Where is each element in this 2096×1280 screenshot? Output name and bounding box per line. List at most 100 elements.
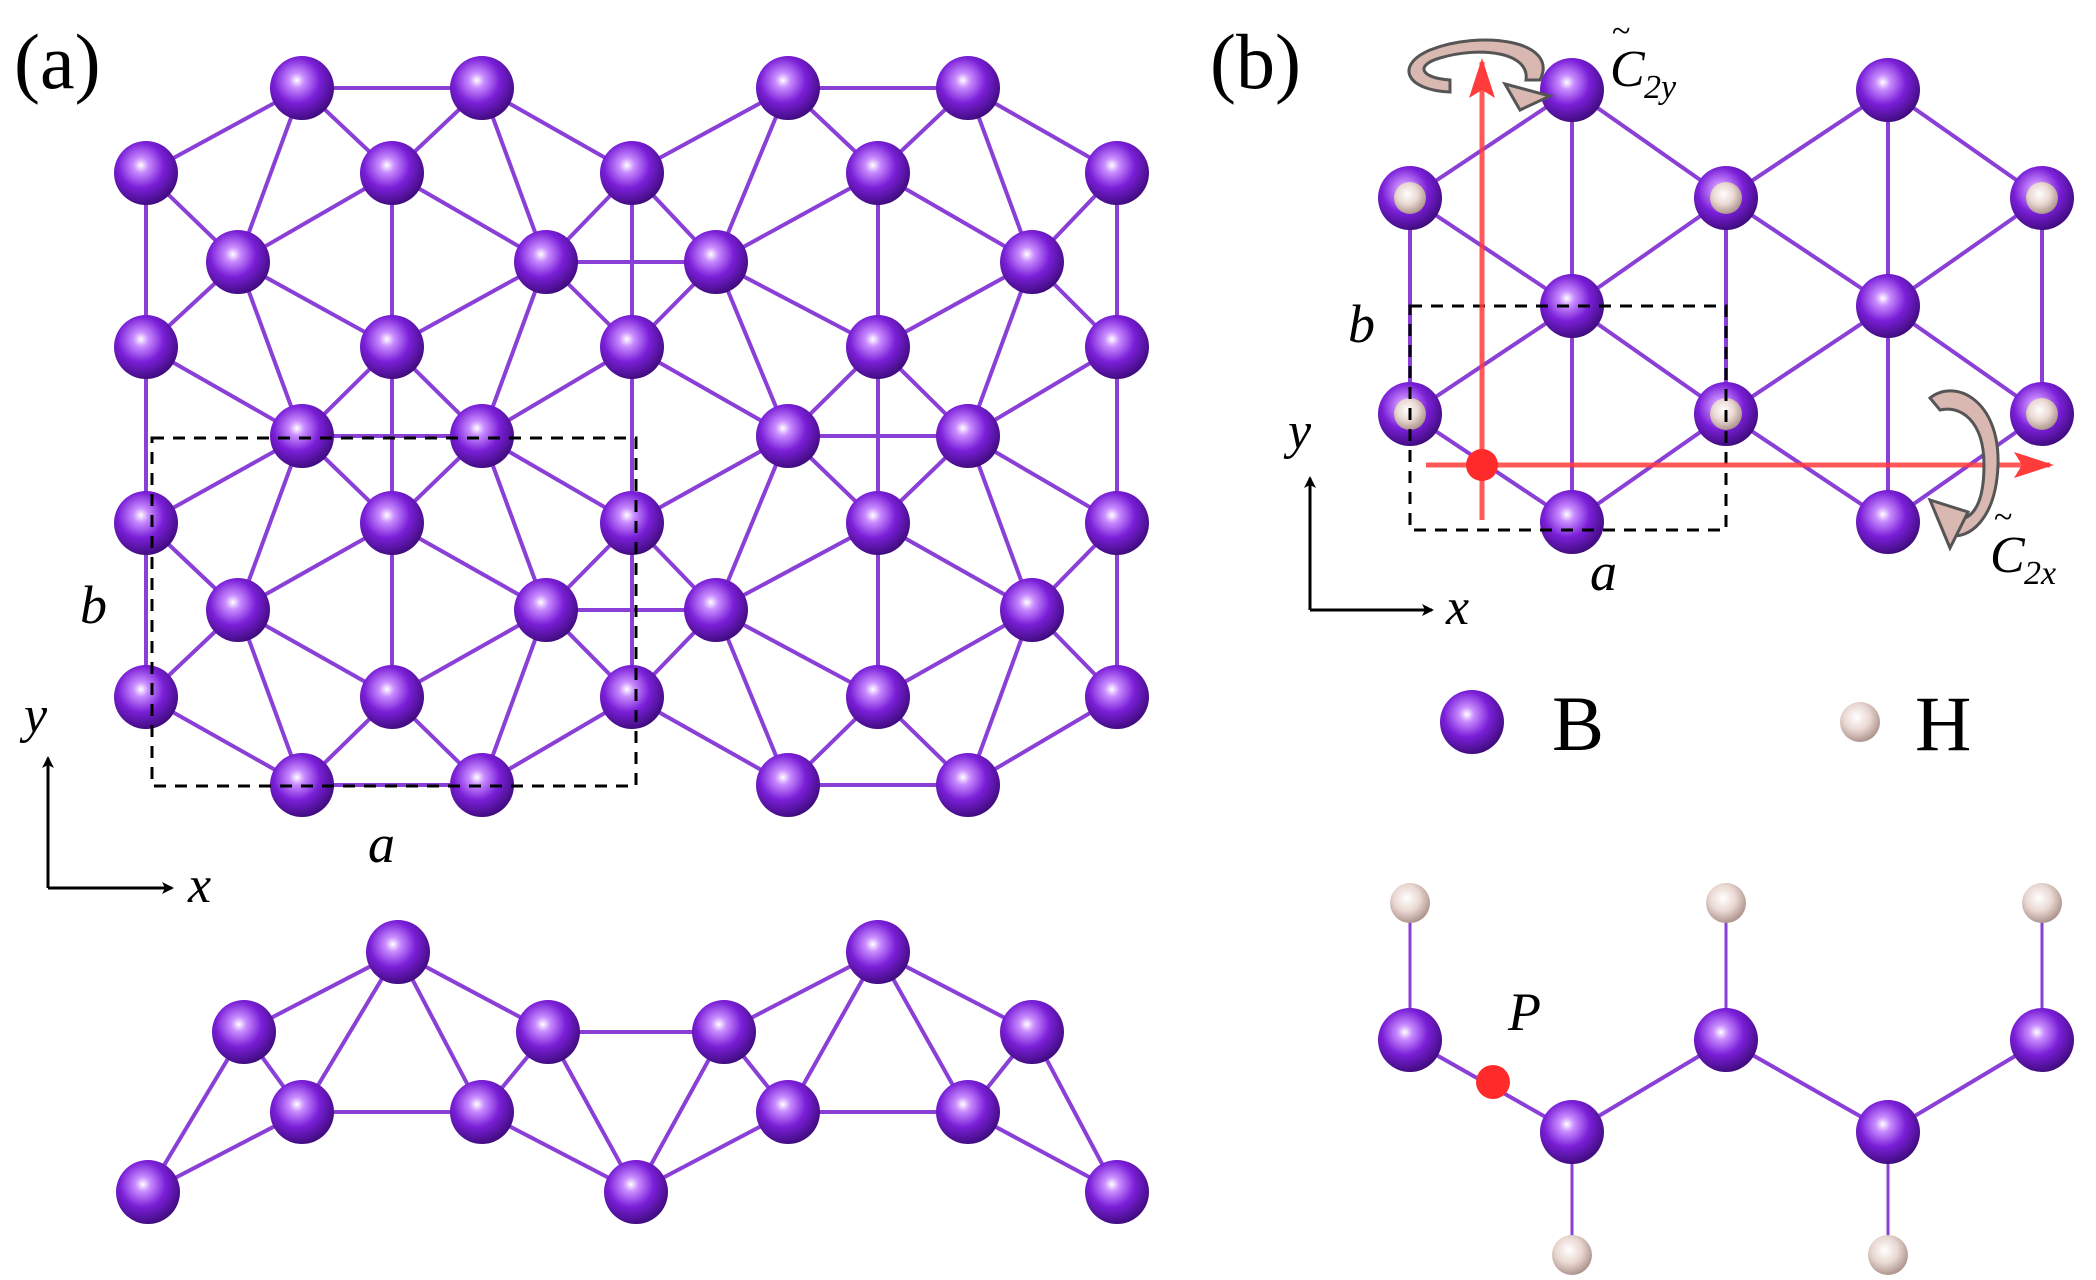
c2x-sub: 2x <box>2024 555 2056 592</box>
panel-a-label: (a) <box>14 18 101 105</box>
legend: B H <box>1440 680 1971 767</box>
boron-atom <box>212 1000 276 1064</box>
boron-atom <box>846 491 910 555</box>
boron-atom <box>1085 141 1149 205</box>
boron-atom <box>114 491 178 555</box>
boron-atom <box>450 404 514 468</box>
boron-atom <box>270 1080 334 1144</box>
c2x-tilde: ~ <box>1994 499 2012 536</box>
boron-atom <box>516 1000 580 1064</box>
boron-atom <box>1856 1100 1920 1164</box>
boron-atom <box>1000 230 1064 294</box>
panel-b-atoms <box>1378 58 2074 554</box>
boron-atom <box>936 404 1000 468</box>
boron-atom <box>684 230 748 294</box>
panel-b-axis-x: x <box>1445 579 1469 636</box>
c2x-main: C <box>1990 527 2026 584</box>
hydrogen-atom <box>2026 398 2058 430</box>
inversion-point <box>1466 449 1498 481</box>
panel-a-side-view <box>116 920 1149 1224</box>
boron-atom <box>514 578 578 642</box>
boron-atom <box>600 141 664 205</box>
legend-boron-swatch <box>1440 690 1504 754</box>
panel-a-unit-cell <box>150 436 638 788</box>
boron-atom <box>206 578 270 642</box>
boron-atom <box>1000 1000 1064 1064</box>
hydrogen-atom <box>1394 182 1426 214</box>
boron-atom <box>114 315 178 379</box>
boron-atom <box>206 230 270 294</box>
panel-a-axis-x: x <box>187 857 211 914</box>
hydrogen-atom <box>1552 1235 1592 1275</box>
boron-atom <box>2010 1008 2074 1072</box>
boron-atom <box>514 230 578 294</box>
panel-b-top-view <box>1378 38 2074 554</box>
boron-atom <box>600 491 664 555</box>
hydrogen-atom <box>1710 182 1742 214</box>
boron-atom <box>1540 58 1604 122</box>
panel-a-axes: y x <box>19 687 211 914</box>
panel-b-lattice-a: a <box>1590 542 1617 602</box>
c2y-main: C <box>1610 41 1646 98</box>
boron-atom <box>756 753 820 817</box>
boron-atom <box>360 315 424 379</box>
panel-b-side-atoms <box>1378 883 2074 1275</box>
c2y-label: ~ C 2y <box>1610 13 1677 106</box>
legend-hydrogen-label: H <box>1915 680 1971 767</box>
boron-atom <box>360 491 424 555</box>
boron-atom <box>684 578 748 642</box>
boron-atom <box>936 56 1000 120</box>
boron-atom <box>936 753 1000 817</box>
boron-atom <box>114 141 178 205</box>
boron-atom <box>360 141 424 205</box>
boron-atom <box>600 315 664 379</box>
hydrogen-atom <box>1706 883 1746 923</box>
bond <box>1724 304 1890 416</box>
boron-atom <box>1694 1008 1758 1072</box>
boron-atom <box>1085 1160 1149 1224</box>
hydrogen-atom <box>2026 182 2058 214</box>
boron-atom <box>1856 274 1920 338</box>
boron-atom <box>604 1160 668 1224</box>
boron-atom <box>846 141 910 205</box>
panel-a-side-bonds <box>146 950 1119 1194</box>
point-p-marker <box>1476 1065 1510 1099</box>
panel-a-axis-y: y <box>19 687 48 744</box>
hydrogen-atom <box>2022 883 2062 923</box>
c2x-rotation-arrow-icon <box>1927 389 2000 552</box>
point-p-label: P <box>1507 982 1541 1042</box>
legend-boron-label: B <box>1552 680 1604 767</box>
bond <box>1724 196 1890 308</box>
hydrogen-atom <box>1390 883 1430 923</box>
bond <box>1408 88 1574 200</box>
boron-atom <box>756 404 820 468</box>
boron-atom <box>450 1080 514 1144</box>
boron-atom <box>846 315 910 379</box>
legend-hydrogen-swatch <box>1840 702 1880 742</box>
panel-b-unit-cell <box>1408 304 1728 532</box>
boron-atom <box>846 920 910 984</box>
hydrogen-atom <box>1868 1235 1908 1275</box>
boron-atom <box>1378 1008 1442 1072</box>
boron-atom <box>1540 490 1604 554</box>
boron-atom <box>450 56 514 120</box>
boron-atom <box>936 1080 1000 1144</box>
panel-b-axes: y x <box>1283 403 1469 636</box>
panel-a-top-view <box>114 56 1149 817</box>
panel-b-lattice-b: b <box>1348 294 1375 354</box>
boron-atom <box>450 753 514 817</box>
boron-atom <box>1000 578 1064 642</box>
boron-atom <box>360 665 424 729</box>
boron-atom <box>1085 665 1149 729</box>
boron-atom <box>1085 491 1149 555</box>
panel-a-lattice-b: b <box>80 575 107 635</box>
panel-b-axis-y: y <box>1283 403 1312 460</box>
boron-atom <box>756 56 820 120</box>
bond <box>1724 88 1890 200</box>
panel-b-label: (b) <box>1210 18 1301 105</box>
boron-atom <box>1856 490 1920 554</box>
panel-a-side-atoms <box>116 920 1149 1224</box>
boron-atom <box>692 1000 756 1064</box>
c2x-label: ~ C 2x <box>1990 499 2056 592</box>
boron-atom <box>116 1160 180 1224</box>
